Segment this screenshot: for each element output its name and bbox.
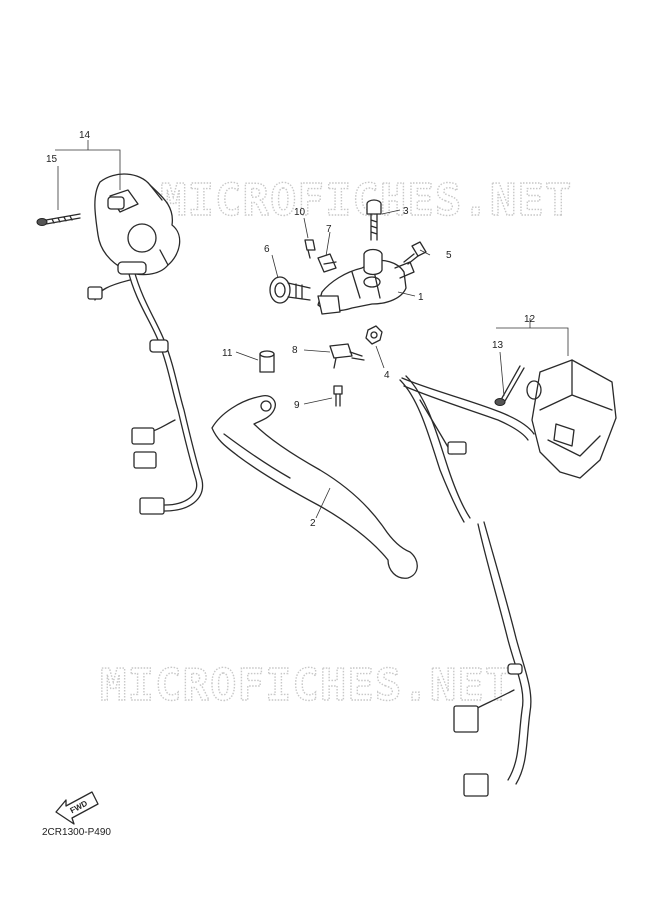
diagram-code: 2CR1300-P490: [42, 827, 111, 838]
callout-5: 5: [446, 250, 452, 261]
right-switch-housing: [526, 359, 617, 479]
callout-13: 13: [492, 340, 504, 351]
callout-14: 14: [79, 130, 91, 141]
screw-15: [36, 213, 81, 226]
clutch-lever-2: [211, 395, 418, 579]
right-wire-harness: [399, 375, 535, 797]
callout-15: 15: [46, 154, 58, 165]
clip-7: [317, 253, 337, 273]
callout-7: 7: [326, 224, 332, 235]
leader-lines: [55, 140, 569, 519]
callout-3: 3: [403, 206, 409, 217]
callouts: 14 15 3 10 7 6 5 1 4 8 9 11 2 12 13: [46, 130, 536, 529]
collar-11: [259, 350, 275, 373]
callout-10: 10: [294, 207, 306, 218]
clutch-lever-holder: [317, 248, 415, 315]
left-switch-housing: [94, 173, 181, 276]
nut-4: [365, 325, 383, 345]
callout-2: 2: [310, 518, 316, 529]
bolt-3: [366, 199, 382, 241]
watermark-bottom: MICROFICHES.NET: [100, 660, 512, 711]
fwd-arrow-icon: FWD: [55, 791, 99, 825]
callout-12: 12: [524, 314, 536, 325]
adjuster-knob-6: [269, 276, 311, 304]
bolt-10: [304, 239, 316, 259]
callout-11: 11: [222, 348, 233, 359]
watermark-top: MICROFICHES.NET: [160, 175, 572, 226]
bolt-5: [403, 241, 427, 265]
switch-8: [329, 343, 365, 369]
left-wire-harness: [87, 261, 204, 515]
callout-6: 6: [264, 244, 270, 255]
screw-13: [494, 365, 525, 406]
callout-8: 8: [292, 345, 298, 356]
callout-9: 9: [294, 400, 300, 411]
callout-1: 1: [418, 292, 424, 303]
screw-9: [333, 385, 343, 407]
callout-4: 4: [384, 370, 390, 381]
